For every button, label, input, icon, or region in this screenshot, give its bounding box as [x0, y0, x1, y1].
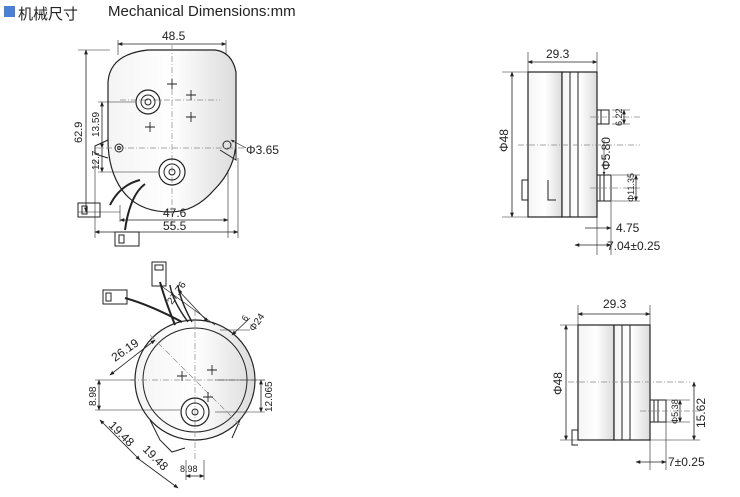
- dim-r-15-62: 15.62: [694, 398, 708, 428]
- dim-8-98: 8.98: [88, 386, 99, 406]
- dim-shaft-5-80: Φ5.80: [599, 137, 613, 170]
- dim-r-5-38: Φ5.38: [670, 399, 680, 424]
- dim-hole-3-65: Φ3.65: [246, 143, 279, 157]
- dim-11-35: Φ11.35: [626, 173, 636, 202]
- dim-4-75: 4.75: [616, 221, 640, 235]
- dim-6: 6: [239, 313, 250, 323]
- back-view: [95, 261, 265, 489]
- title-chinese: 机械尺寸: [18, 6, 79, 23]
- dim-48-5: 48.5: [162, 29, 186, 43]
- dim-side-29-3: 29.3: [546, 47, 570, 61]
- dim-r-dia-48: Φ48: [551, 372, 565, 395]
- dim-62-9: 62.9: [73, 122, 85, 143]
- dim-7-04: 7.04±0.25: [607, 239, 661, 253]
- dim-8-98-b: 8.98: [180, 464, 198, 474]
- dim-55-5: 55.5: [163, 219, 187, 233]
- dim-r-29-3: 29.3: [603, 297, 627, 311]
- title-english: Mechanical Dimensions:mm: [108, 3, 296, 20]
- dim-12-065: 12.065: [264, 381, 275, 412]
- dim-6-22: 6.22: [614, 108, 624, 126]
- side-view-bottom: [560, 305, 700, 470]
- dim-side-dia-48: Φ48: [497, 129, 511, 152]
- dim-47-6: 47.6: [163, 206, 187, 220]
- dim-24: Φ24: [247, 311, 267, 333]
- front-view: [77, 40, 247, 247]
- dim-19-48-a: 19.48: [106, 418, 137, 449]
- header: 机械尺寸 Mechanical Dimensions:mm: [0, 0, 740, 26]
- side-view-top: [502, 52, 640, 255]
- dim-26-19: 26.19: [109, 336, 142, 365]
- dim-27-76: 27.76: [165, 280, 189, 307]
- dim-13-59: 13.59: [91, 112, 102, 137]
- dim-12-7: 12.7: [91, 150, 102, 170]
- dim-r-7: 7±0.25: [668, 455, 705, 469]
- blue-square-icon: [4, 6, 15, 17]
